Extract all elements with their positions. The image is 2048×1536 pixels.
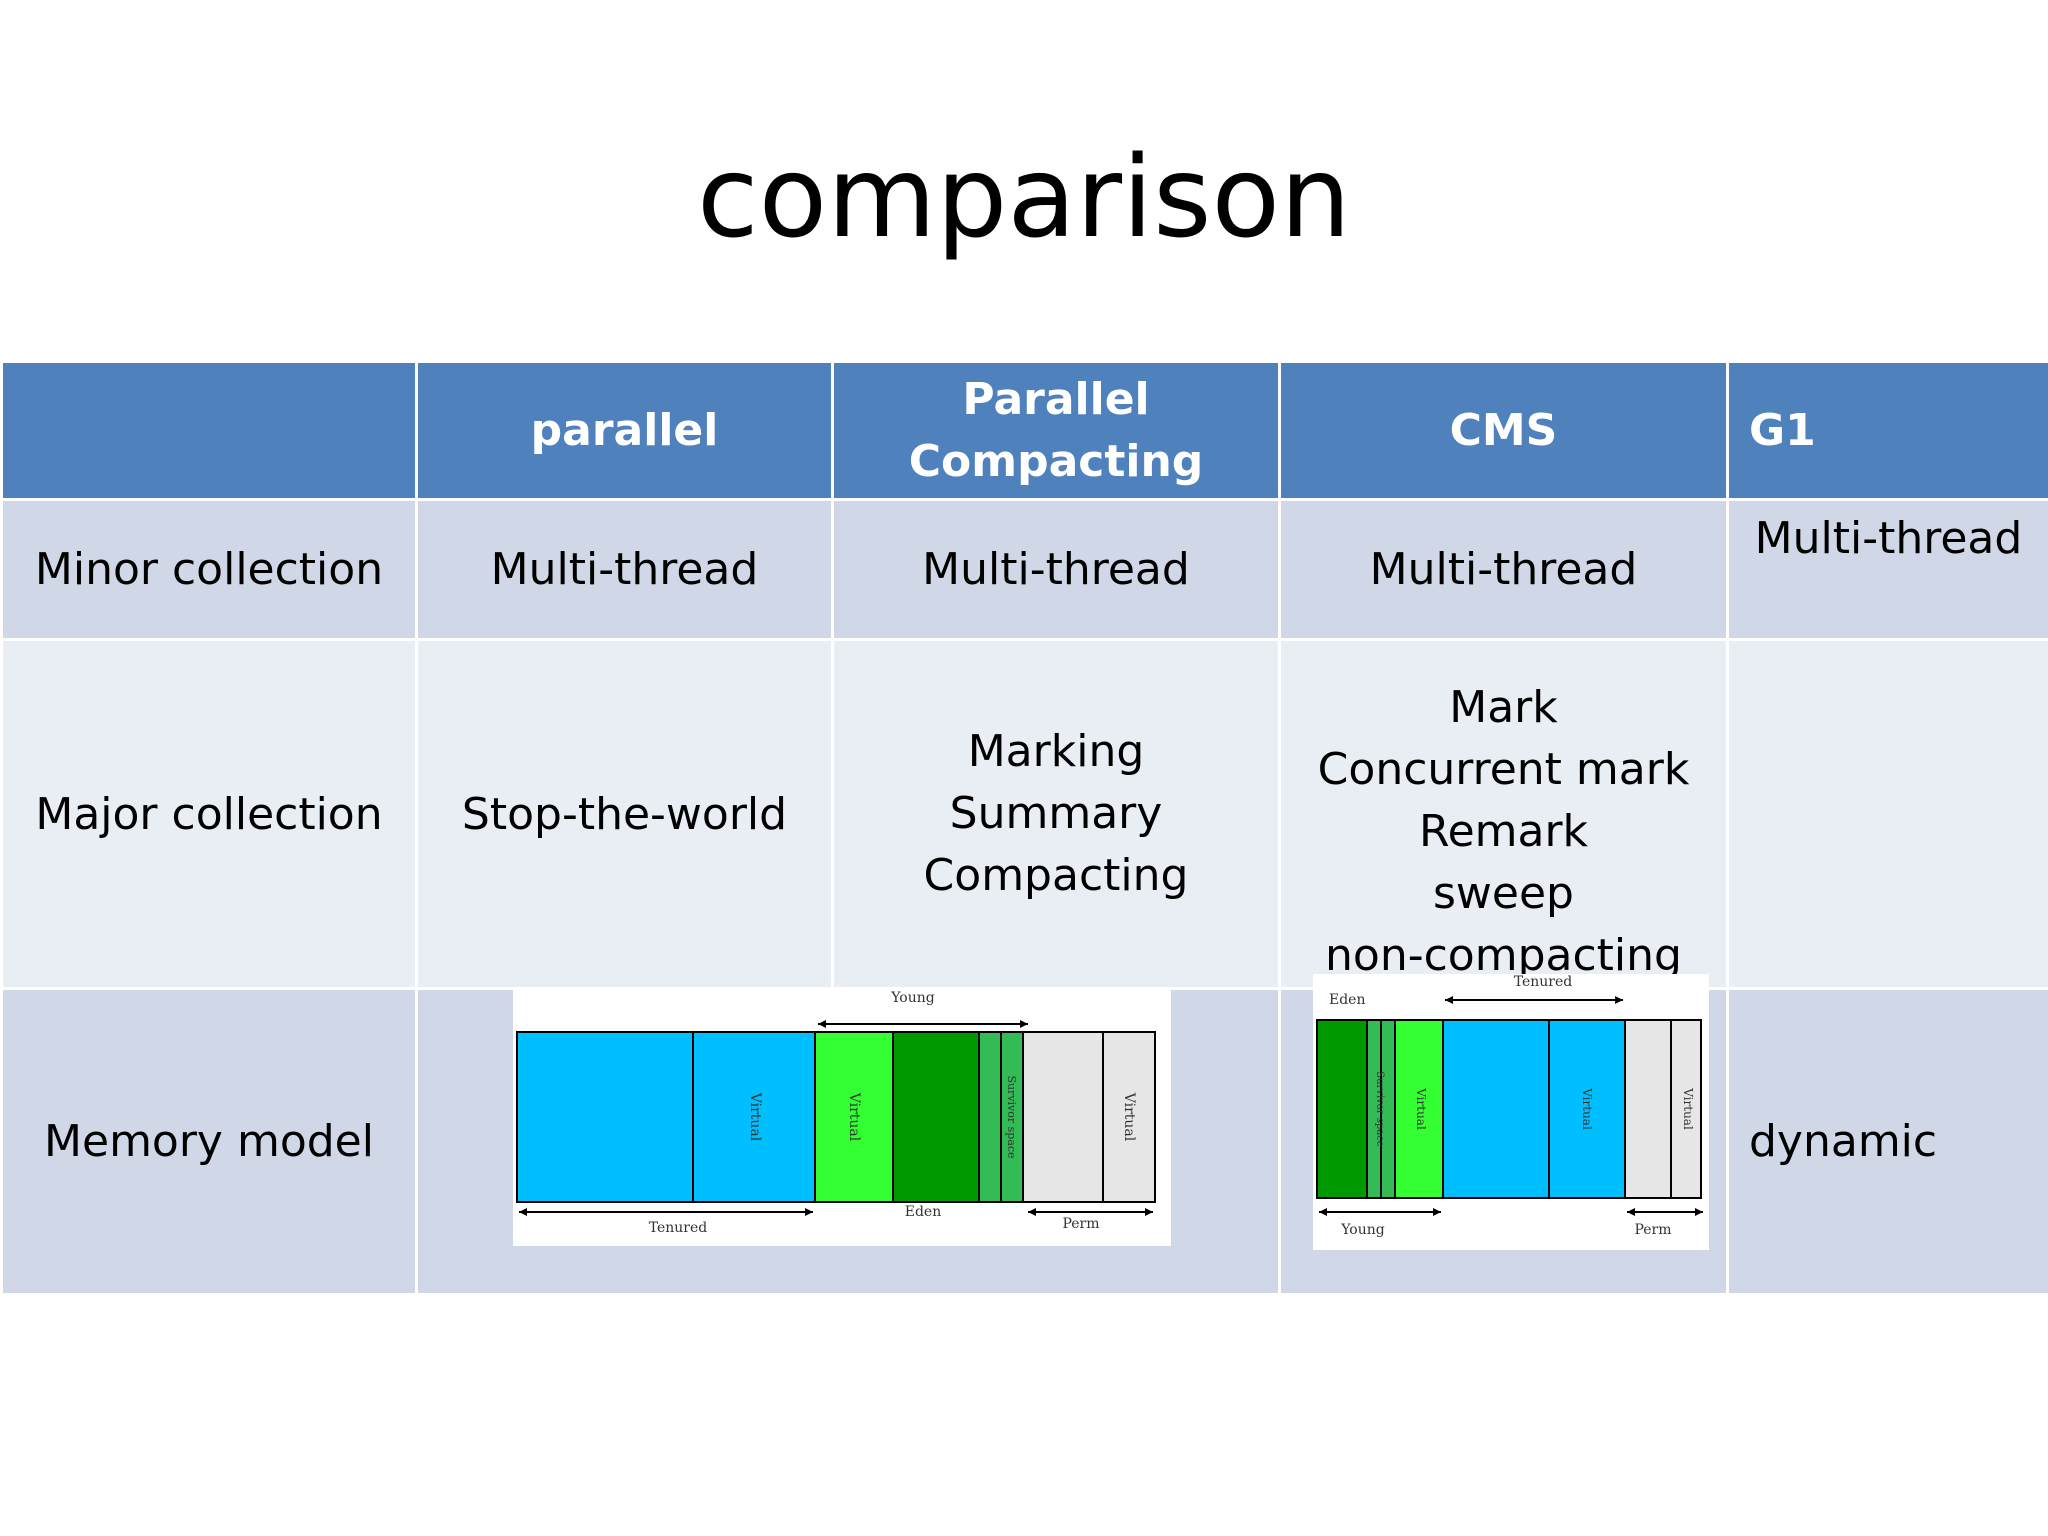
perm-segment — [1022, 1031, 1104, 1203]
memory-cms-diagram-cell: Tenured Eden Survivor space Virtual Vir — [1278, 974, 1729, 1296]
young-label: Young — [1340, 1222, 1384, 1238]
minor-cms: Multi-thread — [1278, 498, 1729, 641]
comparison-table: parallel Parallel Compacting CMS G1 Mino… — [0, 360, 2048, 1296]
table-row-minor-collection: Minor collection Multi-thread Multi-thre… — [0, 498, 2048, 641]
segment-label: Virtual — [1681, 1087, 1695, 1130]
major-cms-line: sweep — [1433, 868, 1574, 919]
tenured-segment — [1442, 1019, 1550, 1199]
row-label-minor: Minor collection — [0, 498, 418, 641]
header-empty-cell — [0, 360, 418, 501]
row-label-major: Major collection — [0, 638, 418, 990]
cms-memory-diagram: Tenured Eden Survivor space Virtual Vir — [1313, 974, 1709, 1250]
major-g1 — [1726, 638, 2048, 990]
major-pc-line: Marking — [967, 726, 1145, 777]
header-parallel-compacting: Parallel Compacting — [831, 360, 1281, 501]
perm-label: Perm — [1062, 1216, 1099, 1232]
eden-label: Eden — [905, 1204, 941, 1220]
tenured-virtual-segment — [692, 1031, 816, 1203]
slide-title: comparison — [697, 133, 1351, 263]
major-cms-line: Mark — [1449, 682, 1558, 733]
eden-label: Eden — [1329, 992, 1365, 1008]
major-pc-line: Compacting — [923, 850, 1189, 901]
minor-g1: Multi-thread — [1726, 498, 2048, 641]
parallel-memory-svg: Young Virtual Virtual Survivor space Vir… — [516, 990, 1156, 1236]
header-g1: G1 — [1726, 360, 2048, 501]
perm-segment — [1624, 1019, 1672, 1199]
parallel-memory-diagram: Young Virtual Virtual Survivor space Vir… — [513, 990, 1171, 1246]
perm-virtual-segment — [1102, 1031, 1156, 1203]
minor-parallel-compacting: Multi-thread — [831, 498, 1281, 641]
major-cms-line: Concurrent mark — [1317, 744, 1690, 795]
memory-g1: dynamic — [1726, 987, 2048, 1296]
header-parallel: parallel — [415, 360, 834, 501]
eden-segment — [1316, 1019, 1368, 1199]
tenured-segment — [516, 1031, 694, 1203]
memory-parallel-diagram-cell: Young Virtual Virtual Survivor space Vir… — [415, 987, 1281, 1296]
major-cms-line: Remark — [1418, 806, 1589, 857]
young-virtual-segment — [814, 1031, 894, 1203]
table-header-row: parallel Parallel Compacting CMS G1 — [0, 360, 2048, 501]
cms-memory-svg: Tenured Eden Survivor space Virtual Vir — [1316, 974, 1703, 1238]
major-parallel: Stop-the-world — [415, 638, 834, 990]
segment-label: Virtual — [1580, 1087, 1594, 1130]
segment-label: Survivor space — [1005, 1075, 1018, 1158]
table-row-memory-model: Memory model Young — [0, 974, 2048, 1296]
perm-virtual-segment — [1670, 1019, 1702, 1199]
header-parallel-compacting-line-1: Parallel — [962, 373, 1150, 425]
header-cms: CMS — [1278, 360, 1729, 501]
eden-segment — [892, 1031, 980, 1203]
segment-label: Virtual — [846, 1092, 862, 1142]
header-parallel-compacting-line-2: Compacting — [908, 435, 1204, 487]
tenured-virtual-segment — [1548, 1019, 1626, 1199]
tenured-label: Tenured — [1514, 974, 1573, 990]
major-cms-line: non-compacting — [1325, 930, 1682, 981]
major-parallel-compacting: Marking Summary Compacting — [831, 638, 1281, 990]
minor-parallel: Multi-thread — [415, 498, 834, 641]
major-cms: Mark Concurrent mark Remark sweep non-co… — [1278, 638, 1729, 990]
segment-label: Virtual — [1414, 1087, 1428, 1130]
segment-label: Survivor space — [1374, 1071, 1385, 1147]
row-label-memory: Memory model — [0, 987, 418, 1296]
survivor-segment-1 — [978, 1031, 1002, 1203]
tenured-label: Tenured — [649, 1220, 708, 1236]
table-row-major-collection: Major collection Stop-the-world Marking … — [0, 638, 2048, 990]
young-label: Young — [890, 990, 934, 1006]
perm-label: Perm — [1634, 1222, 1671, 1238]
segment-label: Virtual — [1121, 1092, 1137, 1142]
major-pc-line: Summary — [949, 788, 1163, 839]
segment-label: Virtual — [747, 1092, 763, 1142]
